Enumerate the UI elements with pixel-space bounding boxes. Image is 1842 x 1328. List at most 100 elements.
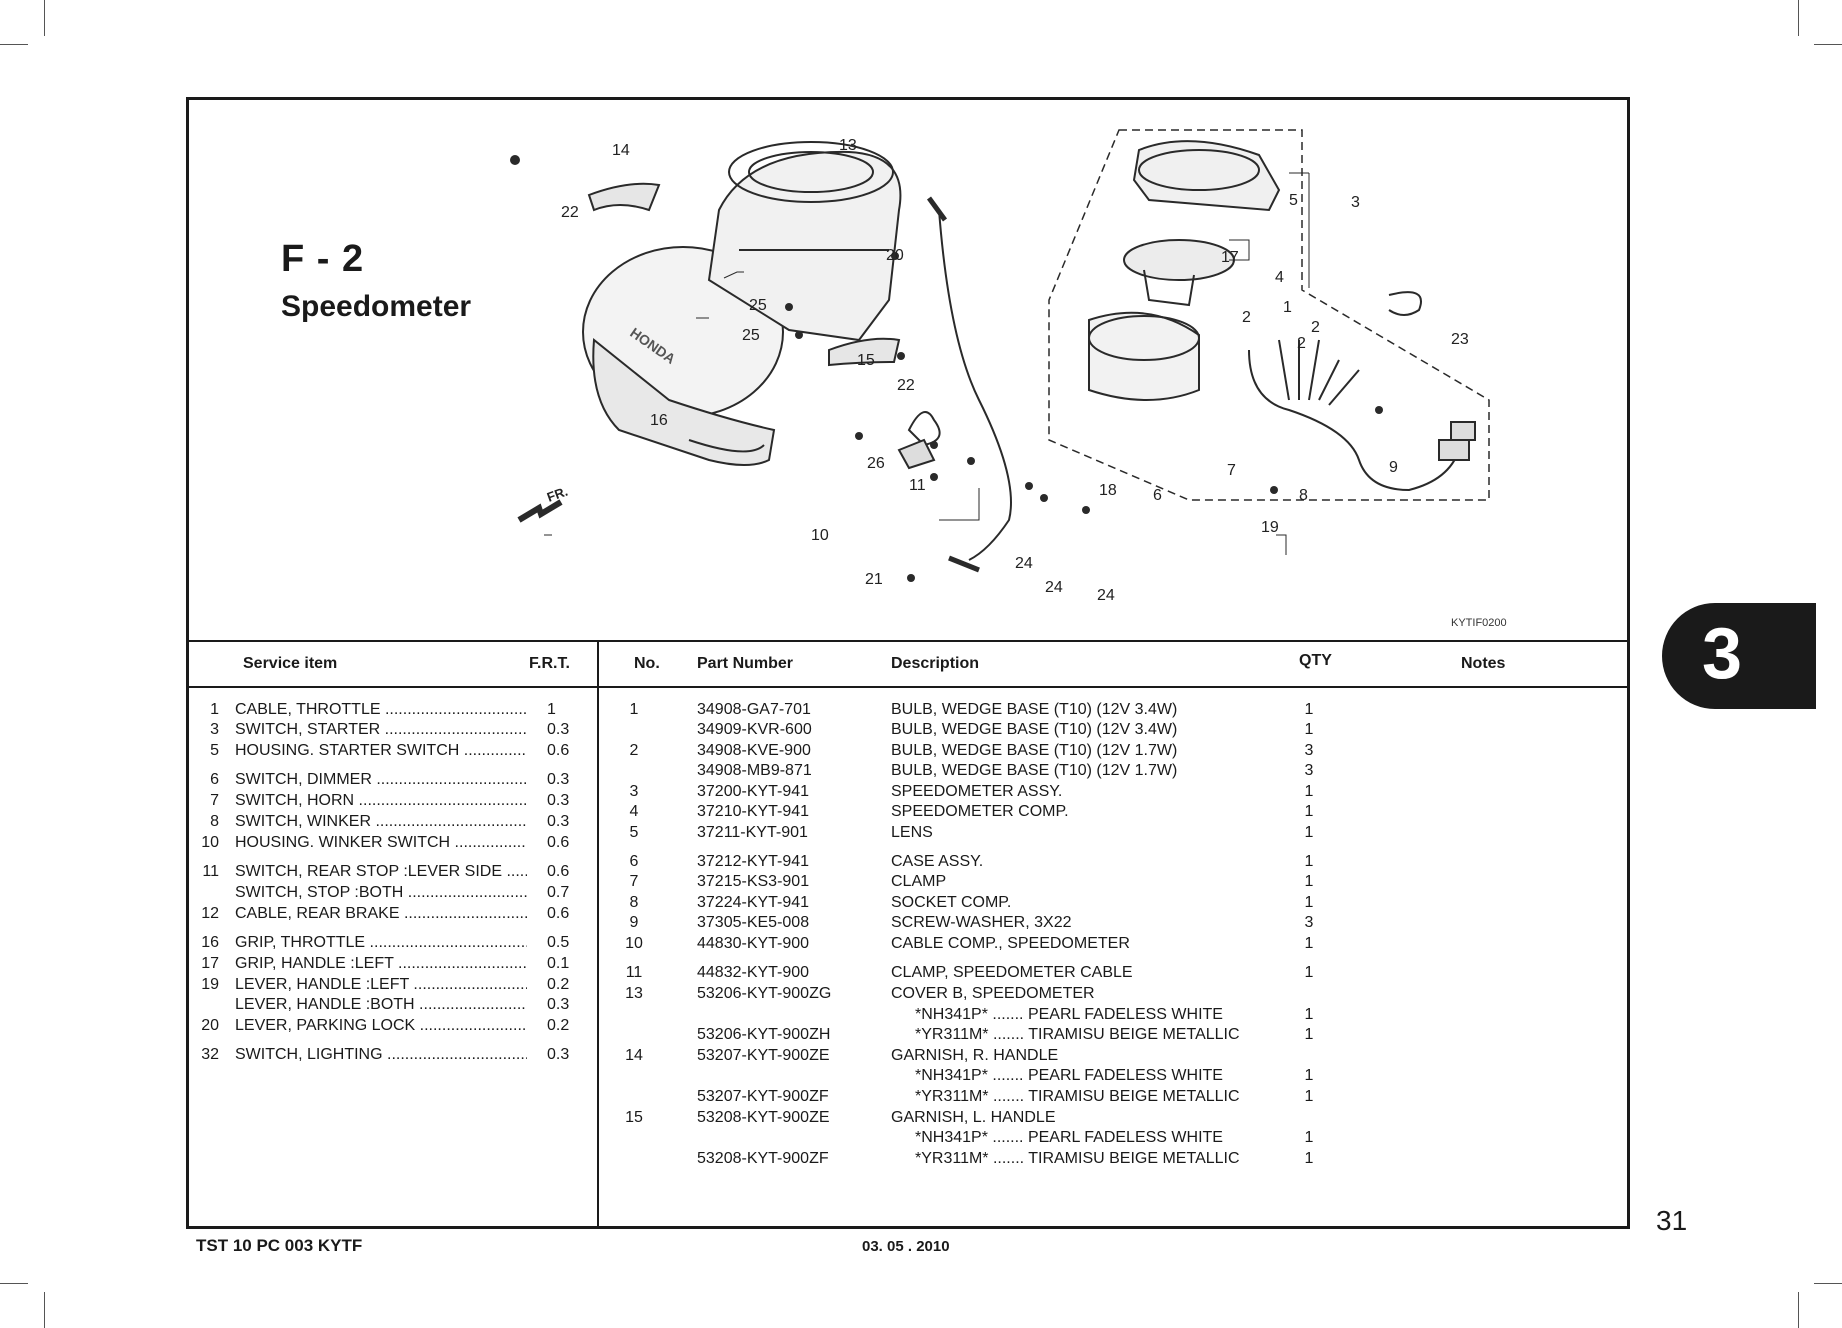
- callout-24: 24: [1015, 555, 1033, 572]
- part-number: 53207-KYT-900ZF: [697, 1088, 829, 1105]
- part-qty: 3: [1304, 914, 1314, 931]
- part-number: 37224-KYT-941: [697, 894, 810, 911]
- part-description: *NH341P* ....... PEARL FADELESS WHITE: [915, 1129, 1223, 1146]
- exploded-diagram: F - 2 Speedometer: [189, 100, 1627, 642]
- part-ref-number: 6: [629, 853, 639, 870]
- part-number: 34908-GA7-701: [697, 701, 811, 718]
- callout-1: 1: [1283, 299, 1292, 316]
- section-tab: 3: [1662, 603, 1816, 709]
- document-date: 03. 05 . 2010: [862, 1238, 950, 1255]
- part-qty: 1: [1304, 701, 1314, 718]
- part-description: SPEEDOMETER ASSY.: [891, 783, 1063, 800]
- part-qty: 1: [1304, 783, 1314, 800]
- part-ref-number: 2: [629, 742, 639, 759]
- callout-11: 11: [909, 477, 926, 494]
- part-number: 37211-KYT-901: [697, 824, 808, 841]
- callout-20: 20: [886, 247, 904, 264]
- part-description: *YR311M* ....... TIRAMISU BEIGE METALLIC: [915, 1088, 1240, 1105]
- callout-13: 13: [839, 137, 857, 154]
- part-description: BULB, WEDGE BASE (T10) (12V 1.7W): [891, 742, 1178, 759]
- part-number: 37212-KYT-941: [697, 853, 810, 870]
- part-ref-number: 3: [629, 783, 639, 800]
- callout-7: 7: [1227, 462, 1236, 479]
- part-ref-number: 14: [625, 1047, 643, 1064]
- part-number: 34909-KVR-600: [697, 721, 812, 738]
- service-item-frt: 0.3: [547, 792, 570, 809]
- part-qty: 1: [1304, 1129, 1314, 1146]
- service-item-name: LEVER, PARKING LOCK ....................…: [235, 1017, 527, 1034]
- part-number: 34908-KVE-900: [697, 742, 811, 759]
- service-item-number: 20: [201, 1017, 219, 1034]
- part-description: CABLE COMP., SPEEDOMETER: [891, 935, 1130, 952]
- parts-drawing: 14 13 22 20 25 25 15 22 16 26 11 10 21 5…: [510, 129, 1507, 629]
- service-item-frt: 0.3: [547, 771, 570, 788]
- service-item-name: LEVER, HANDLE :LEFT ....................…: [235, 976, 527, 993]
- crop-mark: [1814, 1283, 1842, 1284]
- header-notes: Notes: [1461, 655, 1506, 672]
- service-item-frt: 0.3: [547, 721, 570, 738]
- service-item-number: 19: [201, 976, 219, 993]
- service-item-number: 12: [201, 905, 219, 922]
- crop-mark: [44, 0, 45, 36]
- figure-title: Speedometer: [281, 290, 472, 323]
- service-item-name: HOUSING. WINKER SWITCH .................…: [235, 834, 527, 851]
- part-description: *YR311M* ....... TIRAMISU BEIGE METALLIC: [915, 1150, 1240, 1167]
- page-number: 31: [1656, 1205, 1688, 1236]
- service-item-name: SWITCH, LIGHTING .......................…: [235, 1046, 527, 1063]
- image-code: KYTIF0200: [1451, 617, 1507, 629]
- callout-23: 23: [1451, 331, 1469, 348]
- callout-26: 26: [867, 455, 885, 472]
- part-ref-number: 15: [625, 1109, 643, 1126]
- part-description: CLAMP: [891, 873, 947, 890]
- front-marker: FR.: [545, 484, 570, 505]
- part-qty: 1: [1304, 824, 1314, 841]
- service-item-frt: 0.6: [547, 742, 570, 759]
- callout-3: 3: [1351, 194, 1360, 211]
- part-qty: 1: [1304, 1006, 1314, 1023]
- service-item-frt: 0.6: [547, 863, 570, 880]
- diagram-callouts: 14 13 22 20 25 25 15 22 16 26 11 10 21 5…: [561, 137, 1469, 604]
- header-no: No.: [634, 655, 660, 672]
- header-frt: F.R.T.: [529, 655, 570, 672]
- service-item-number: 17: [201, 955, 219, 972]
- callout-6: 6: [1153, 487, 1162, 504]
- callout-24: 24: [1097, 587, 1115, 604]
- callout-4: 4: [1275, 269, 1284, 286]
- part-number: 53208-KYT-900ZE: [697, 1109, 830, 1126]
- service-item-frt: 0.7: [547, 884, 570, 901]
- service-item-number: 3: [210, 721, 219, 738]
- service-item-number: 7: [210, 792, 219, 809]
- part-ref-number: 9: [629, 914, 639, 931]
- callout-10: 10: [811, 527, 829, 544]
- service-item-name: SWITCH, REAR STOP :LEVER SIDE ..........…: [235, 863, 527, 880]
- part-qty: 1: [1304, 803, 1314, 820]
- header-part-number: Part Number: [697, 655, 794, 672]
- figure-code: F - 2: [281, 238, 365, 280]
- service-item-frt: 0.2: [547, 976, 570, 993]
- part-description: SOCKET COMP.: [891, 894, 1012, 911]
- service-item-name: SWITCH, DIMMER .........................…: [235, 771, 527, 788]
- crop-mark: [0, 44, 28, 45]
- part-number: 53207-KYT-900ZE: [697, 1047, 830, 1064]
- service-item-name: SWITCH, WINKER .........................…: [235, 813, 527, 830]
- part-number: 53206-KYT-900ZG: [697, 985, 832, 1002]
- service-item-name: CABLE, THROTTLE ........................…: [235, 701, 527, 718]
- part-ref-number: 5: [629, 824, 639, 841]
- part-qty: 3: [1304, 742, 1314, 759]
- crop-mark: [44, 1292, 45, 1328]
- part-description: CASE ASSY.: [891, 853, 984, 870]
- part-number: 37305-KE5-008: [697, 914, 810, 931]
- service-item-name: GRIP, THROTTLE .........................…: [235, 934, 527, 951]
- service-item-frt: 0.3: [547, 1046, 570, 1063]
- callout-9: 9: [1389, 459, 1398, 476]
- part-ref-number: 11: [625, 964, 643, 981]
- service-table-header: Service item F.R.T.: [189, 640, 597, 688]
- callout-15: 15: [857, 352, 875, 369]
- part-description: *NH341P* ....... PEARL FADELESS WHITE: [915, 1067, 1223, 1084]
- callout-17: 17: [1221, 249, 1239, 266]
- part-qty: 1: [1304, 1026, 1314, 1043]
- service-item-name: HOUSING. STARTER SWITCH ................…: [235, 742, 527, 759]
- part-description: SCREW-WASHER, 3X22: [891, 914, 1072, 931]
- crop-mark: [1798, 1292, 1799, 1328]
